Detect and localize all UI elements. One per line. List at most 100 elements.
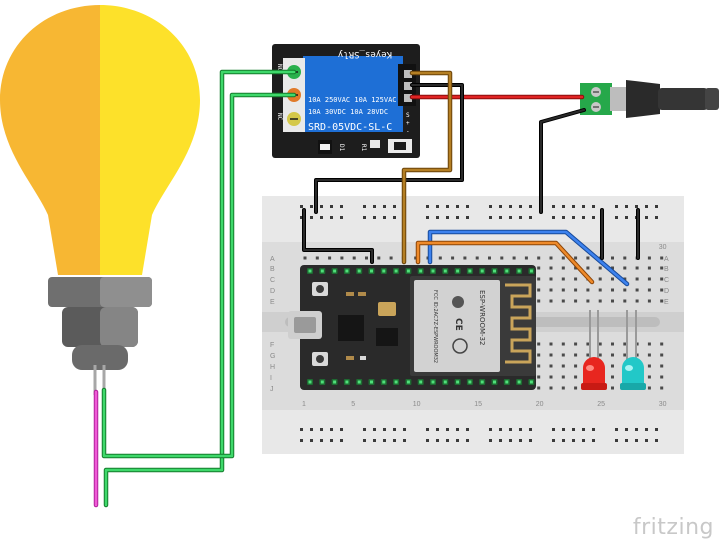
header-pin-tip xyxy=(493,269,496,273)
rail-hole xyxy=(456,439,459,442)
rail-hole xyxy=(330,439,333,442)
breadboard-hole xyxy=(574,364,578,368)
breadboard-hole xyxy=(586,353,590,357)
breadboard-hole xyxy=(660,386,664,390)
rail-hole xyxy=(373,216,376,219)
rail-hole xyxy=(582,216,585,219)
breadboard-hole xyxy=(611,364,614,368)
breadboard-hole xyxy=(561,364,565,368)
rail-hole xyxy=(552,216,555,219)
breadboard-hole xyxy=(660,342,664,346)
esp32-header-pins xyxy=(307,268,535,385)
relay-model: SRD-05VDC-SL-C xyxy=(308,122,392,133)
breadboard-hole xyxy=(500,256,504,260)
rail-hole xyxy=(529,428,532,431)
column-number: 30 xyxy=(659,401,667,408)
breadboard-hole xyxy=(549,353,553,357)
header-pin-tip xyxy=(370,380,373,384)
header-pin-tip xyxy=(480,380,484,384)
breadboard-hole xyxy=(647,266,651,270)
breadboard-hole xyxy=(635,299,639,303)
rail-hole xyxy=(592,439,595,442)
rail-hole xyxy=(403,439,406,442)
breadboard-hole xyxy=(561,256,565,260)
rail-hole xyxy=(635,428,638,431)
rail-hole xyxy=(426,428,429,431)
rail-hole xyxy=(310,439,313,442)
breadboard-hole xyxy=(574,266,578,270)
breadboard-hole xyxy=(438,256,442,260)
breadboard-hole xyxy=(574,288,578,292)
rail-hole xyxy=(393,216,396,219)
chip-label-1: ESP-WROOM-32 xyxy=(478,290,486,345)
rail-hole xyxy=(489,216,492,219)
breadboard-hole xyxy=(586,266,590,270)
breadboard-hole xyxy=(611,256,614,260)
rail-hole xyxy=(340,439,343,442)
breadboard-hole xyxy=(660,288,664,292)
relay-module: Keyes_SRly 10A 250VAC 10A 125VAC 10A 30V… xyxy=(272,44,420,158)
header-pin-tip xyxy=(308,380,312,384)
breadboard-hole xyxy=(598,288,602,292)
rail-hole xyxy=(499,216,502,219)
rail-hole xyxy=(300,205,303,208)
rail-hole xyxy=(363,205,366,208)
column-number: 10 xyxy=(413,401,421,408)
header-pin-tip xyxy=(357,380,361,384)
breadboard-hole xyxy=(549,266,553,270)
column-number: 5 xyxy=(351,401,355,408)
breadboard-hole xyxy=(451,256,455,260)
breadboard-hole xyxy=(537,375,541,379)
rail-hole xyxy=(552,205,555,208)
header-pin-tip xyxy=(419,380,423,384)
breadboard-hole xyxy=(549,256,553,260)
row-label: C xyxy=(664,277,669,284)
chip-label-2: FCC ID:2AC7Z-ESPWROOM32 xyxy=(432,290,438,363)
breadboard-hole xyxy=(647,353,651,357)
rail-hole xyxy=(383,205,386,208)
rail-hole xyxy=(582,205,585,208)
row-label: G xyxy=(270,353,275,360)
breadboard-hole xyxy=(549,299,553,303)
pin-label-plus: + xyxy=(406,120,410,127)
rail-hole xyxy=(615,428,618,431)
rail-hole xyxy=(582,428,585,431)
rail-hole xyxy=(509,216,512,219)
rail-hole xyxy=(655,205,658,208)
header-pin-tip xyxy=(382,380,386,384)
breadboard-hole xyxy=(635,266,639,270)
rail-hole xyxy=(572,428,575,431)
breadboard-hole xyxy=(586,299,590,303)
rail-hole xyxy=(635,439,638,442)
header-pin-tip xyxy=(505,269,509,273)
breadboard-hole xyxy=(623,288,627,292)
header-pin-tip xyxy=(406,269,410,273)
breadboard-hole xyxy=(549,288,553,292)
rail-hole xyxy=(572,439,575,442)
rail-hole xyxy=(645,216,648,219)
rail-hole xyxy=(456,428,459,431)
rail-hole xyxy=(499,205,502,208)
header-pin-tip xyxy=(345,380,349,384)
breadboard-hole xyxy=(574,386,578,390)
breadboard-hole xyxy=(611,353,614,357)
breadboard-hole xyxy=(574,353,578,357)
rail-hole xyxy=(300,439,303,442)
column-number: 15 xyxy=(474,401,482,408)
breadboard-hole xyxy=(574,256,578,260)
breadboard-hole xyxy=(365,256,368,260)
rail-hole xyxy=(320,439,323,442)
breadboard-hole xyxy=(537,386,541,390)
rail-hole xyxy=(519,205,522,208)
breadboard-hole xyxy=(611,342,614,346)
breadboard-hole xyxy=(303,256,307,260)
row-label: C xyxy=(270,277,275,284)
rail-hole xyxy=(363,439,366,442)
rail-hole xyxy=(320,216,323,219)
breadboard-hole xyxy=(598,299,602,303)
row-label: I xyxy=(270,375,272,382)
label-no: NO xyxy=(276,64,283,72)
rail-hole xyxy=(592,428,595,431)
